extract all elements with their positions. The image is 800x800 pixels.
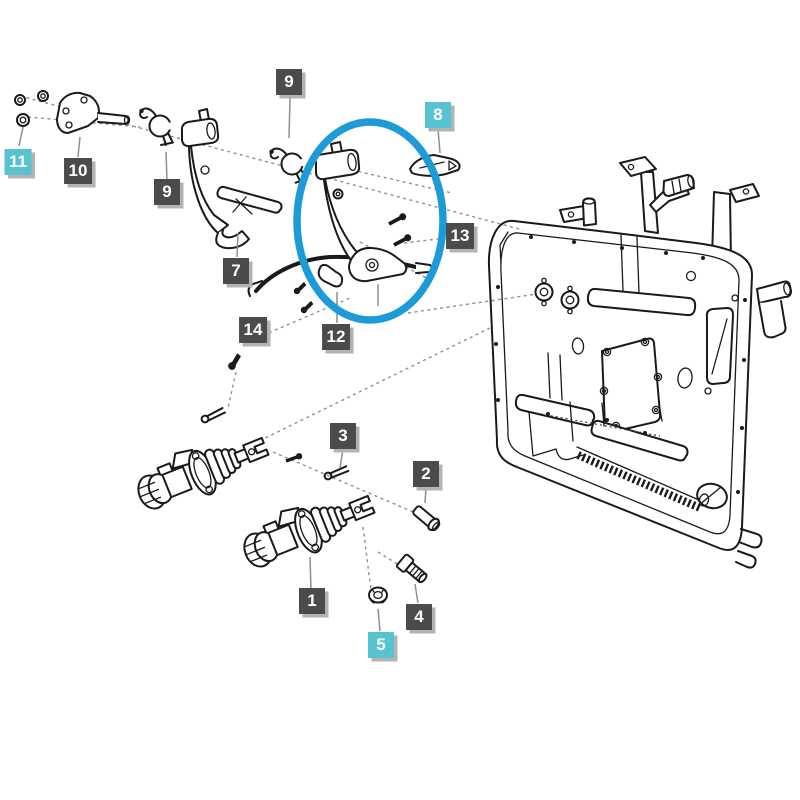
part-label-text: 10 [68,161,88,180]
part-label-text: 13 [450,226,470,245]
part-pedal-7 [180,108,283,250]
part-label-5[interactable]: 5 [368,632,394,658]
part-cotter-pin-upper [199,406,228,425]
part-label-10[interactable]: 10 [64,158,92,184]
part-label-14[interactable]: 14 [239,317,267,343]
part-label-13[interactable]: 13 [446,223,474,249]
part-cotter-pin-3 [322,465,351,482]
part-support-frame [487,156,792,569]
part-label-text: 2 [421,464,431,483]
part-label-text: 11 [9,152,27,171]
part-pedal-12 [314,141,408,283]
part-master-cylinder-a [128,420,276,521]
part-label-text: 7 [231,261,241,280]
part-bracket-10 [56,91,131,134]
part-nut-5 [368,586,388,604]
part-label-11[interactable]: 11 [4,149,32,175]
part-label-2[interactable]: 2 [413,461,439,487]
part-label-text: 4 [414,607,424,626]
frame-flange-bolts [494,235,747,494]
part-label-1[interactable]: 1 [299,588,325,614]
part-label-text: 9 [284,72,294,91]
highlight-circle [293,118,447,324]
part-label-text: 9 [162,182,172,201]
part-nuts-11 [14,90,49,127]
part-label-9-top[interactable]: 9 [276,69,302,95]
part-label-7[interactable]: 7 [223,258,249,284]
part-label-3[interactable]: 3 [330,423,356,449]
part-label-text: 1 [307,591,317,610]
part-label-text: 8 [433,105,443,124]
leader-lines [18,97,441,632]
part-label-text: 12 [326,327,346,346]
part-pins-13 [387,211,413,249]
part-label-4[interactable]: 4 [406,604,432,630]
part-clip-9-left [138,107,176,146]
part-label-8[interactable]: 8 [425,102,451,128]
part-master-cylinder-b [234,478,382,579]
part-bolt-4 [395,553,428,584]
part-clevis-pin-2 [412,505,441,532]
part-label-text: 3 [338,426,348,445]
part-label-12[interactable]: 12 [322,324,350,350]
construction-lines [19,95,538,591]
part-label-text: 14 [243,320,263,339]
part-label-9-left[interactable]: 9 [154,179,180,205]
part-label-text: 5 [376,635,386,654]
